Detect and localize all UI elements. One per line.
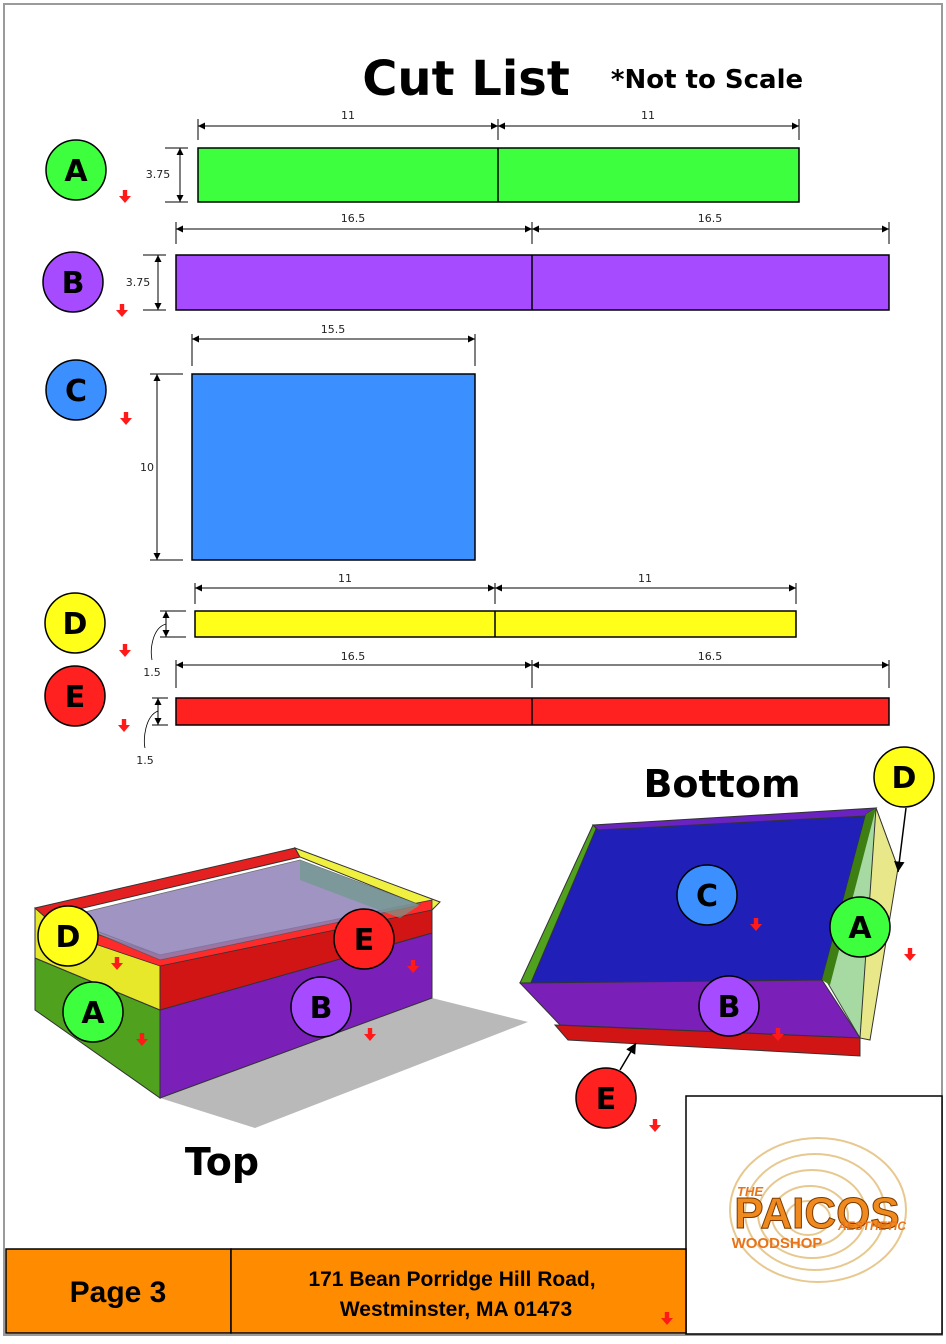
- part-b-width: 3.75: [126, 276, 151, 289]
- footer-address-cell: [230, 1248, 687, 1334]
- part-b-badge: [42, 251, 104, 313]
- part-e-length-2: 16.5: [698, 650, 723, 663]
- bottom-a-label: A: [848, 911, 872, 946]
- part-d-row: 11 11 1.5 D: [44, 572, 797, 679]
- part-b-row: 16.5 16.5 3.75 B: [42, 212, 890, 317]
- part-c-badge: [45, 359, 107, 421]
- logo-box: THE PAICOS WOODSHOP AESTHETIC: [685, 1095, 943, 1335]
- logo-paicos: PAICOS: [734, 1189, 899, 1238]
- part-a-letter: A: [64, 154, 88, 189]
- part-a-row: 11 11 3.75 A: [45, 109, 800, 203]
- part-e-badge: [44, 665, 106, 727]
- part-e-letter: E: [65, 680, 86, 715]
- part-d-width: 1.5: [143, 666, 161, 679]
- bottom-b-label: B: [718, 990, 741, 1025]
- part-c-letter: C: [65, 374, 87, 409]
- bottom-c-label: C: [696, 879, 718, 914]
- wood-rings-logo: [729, 1137, 907, 1283]
- part-d-length-2: 11: [638, 572, 652, 585]
- part-b-length-2: 16.5: [698, 212, 723, 225]
- part-a-length-1: 11: [341, 109, 355, 122]
- part-e-width: 1.5: [136, 754, 154, 767]
- page-number: Page 3: [70, 1276, 167, 1309]
- address-line-2: Westminster, MA 01473: [340, 1298, 572, 1321]
- part-a-length-2: 11: [641, 109, 655, 122]
- address-line-1: 171 Bean Porridge Hill Road,: [308, 1268, 595, 1291]
- page-border: [3, 3, 943, 1336]
- top-view-illustration: D A E B Top: [33, 847, 528, 1184]
- footer: Page 3 171 Bean Porridge Hill Road, West…: [5, 1248, 687, 1334]
- part-a-width: 3.75: [146, 168, 171, 181]
- top-view-label: Top: [185, 1140, 259, 1184]
- part-d-length-1: 11: [338, 572, 352, 585]
- logo-aesthetic: AESTHETIC: [837, 1219, 906, 1233]
- top-e-label: E: [354, 923, 375, 958]
- part-b-length-1: 16.5: [341, 212, 366, 225]
- top-b-label: B: [310, 991, 333, 1026]
- part-b-letter: B: [62, 266, 85, 301]
- part-c-width: 10: [140, 461, 154, 474]
- scale-note: *Not to Scale: [611, 65, 803, 95]
- page-title: Cut List: [362, 51, 570, 107]
- logo-woodshop: WOODSHOP: [732, 1235, 823, 1252]
- part-a-badge: [45, 139, 107, 201]
- part-d-badge: [44, 592, 106, 654]
- part-c-row: 15.5 10 C: [45, 323, 476, 561]
- bottom-e-label: E: [596, 1082, 617, 1117]
- bottom-view-label: Bottom: [643, 762, 800, 806]
- logo-the: THE: [737, 1184, 763, 1199]
- part-c-length: 15.5: [321, 323, 346, 336]
- part-c-board: [191, 373, 476, 561]
- box-shadow: [160, 998, 528, 1128]
- bottom-d-label: D: [892, 761, 917, 796]
- part-d-letter: D: [63, 607, 88, 642]
- top-d-label: D: [56, 920, 81, 955]
- part-e-length-1: 16.5: [341, 650, 366, 663]
- bottom-view-illustration: Bottom C A B D E: [518, 746, 935, 1132]
- part-e-row: 16.5 16.5 1.5 E: [44, 650, 890, 767]
- top-a-label: A: [81, 996, 105, 1031]
